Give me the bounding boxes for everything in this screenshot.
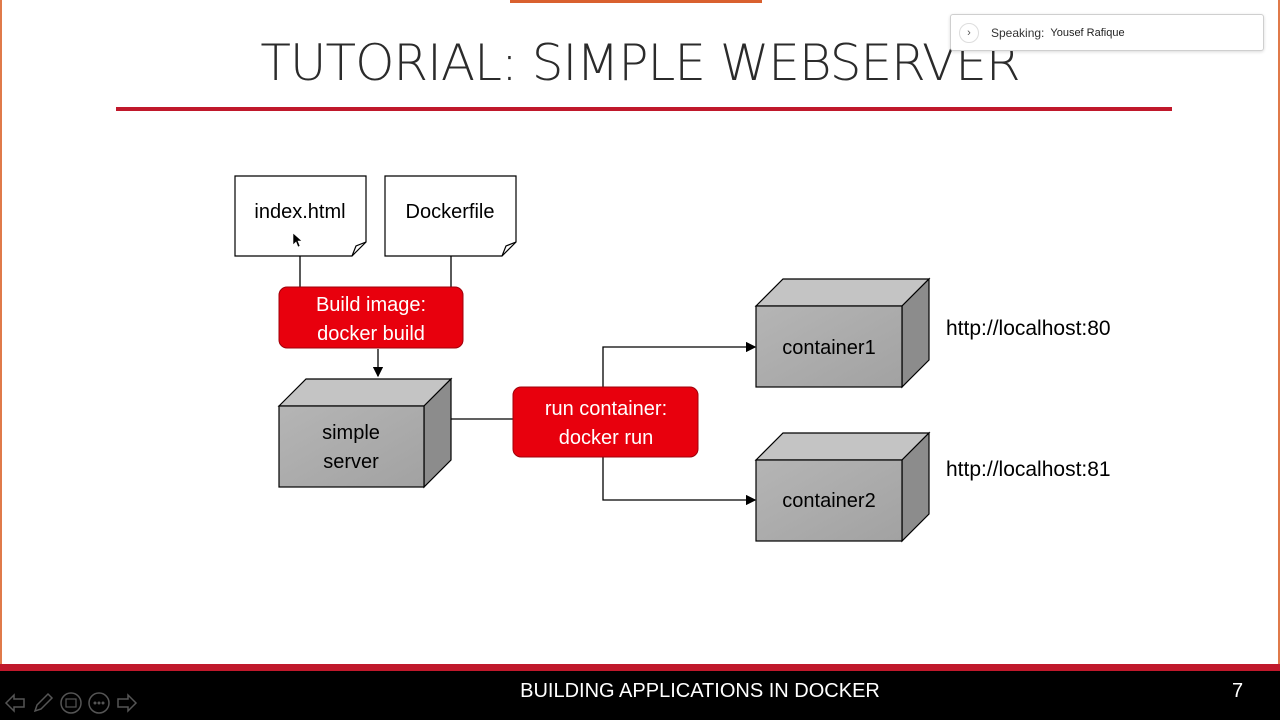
- top-accent-bar: [510, 0, 762, 3]
- file-dockerfile-label: Dockerfile: [406, 201, 495, 223]
- slides-icon[interactable]: [58, 690, 84, 716]
- file-index-html-label: index.html: [254, 201, 345, 223]
- image-simple-server: simple server: [277, 377, 453, 489]
- footer-title: BUILDING APPLICATIONS IN DOCKER: [520, 680, 880, 702]
- chevron-right-icon[interactable]: ›: [959, 22, 979, 43]
- build-image-process: Build image: docker build: [278, 286, 464, 349]
- connectors: [299, 256, 757, 506]
- speaker-name: Yousef Rafique: [1050, 26, 1125, 39]
- build-label-line2: docker build: [317, 323, 425, 345]
- footer-accent-rule: [0, 664, 1280, 671]
- image-label-line1: simple: [322, 422, 380, 444]
- run-label-line2: docker run: [559, 427, 654, 449]
- file-dockerfile: Dockerfile: [384, 175, 517, 257]
- slideshow-nav: [2, 690, 140, 716]
- more-icon[interactable]: [86, 690, 112, 716]
- container1-label: container1: [782, 337, 875, 359]
- url-localhost-81: http://localhost:81: [946, 458, 1111, 481]
- container2-label: container2: [782, 490, 875, 512]
- build-label-line1: Build image:: [316, 294, 426, 316]
- file-index-html: index.html: [234, 175, 367, 257]
- title-underline: [116, 107, 1172, 111]
- speaking-label: Speaking:: [991, 25, 1045, 40]
- mouse-cursor-icon: [292, 232, 303, 248]
- container1-cube: container1: [754, 277, 931, 389]
- run-label-line1: run container:: [545, 398, 667, 420]
- speaking-indicator[interactable]: › Speaking: Yousef Rafique: [950, 14, 1264, 51]
- next-arrow-icon[interactable]: [114, 690, 140, 716]
- run-container-process: run container: docker run: [512, 386, 699, 458]
- page-number: 7: [1232, 680, 1244, 702]
- slide-title: TUTORIAL: SIMPLE WEBSERVER: [260, 34, 1020, 92]
- url-localhost-80: http://localhost:80: [946, 317, 1111, 340]
- container2-cube: container2: [754, 431, 931, 543]
- footer-bar: [0, 664, 1280, 720]
- pen-icon[interactable]: [30, 690, 56, 716]
- prev-arrow-icon[interactable]: [2, 690, 28, 716]
- image-label-line2: server: [323, 451, 379, 473]
